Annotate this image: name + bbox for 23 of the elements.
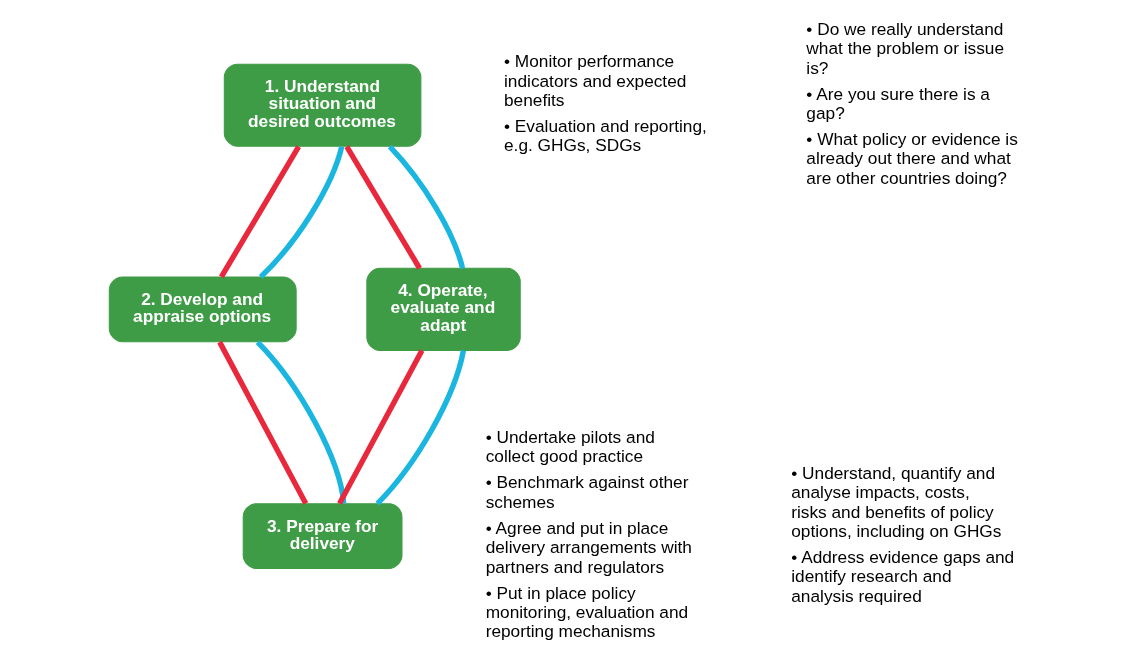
node-box: 3. Prepare for delivery: [242, 503, 402, 570]
connector: [216, 340, 308, 505]
connector: [255, 340, 346, 504]
label: • Understand, quantify and analyse impacts, costs, risks and benefits of policy options, including on GHGs: [790, 462, 1001, 541]
connector: [343, 145, 422, 270]
connector: [336, 349, 424, 505]
connector: [258, 145, 344, 279]
label: • Evaluation and reporting, e.g. GHGs, SDGs: [503, 116, 707, 156]
label: • Agree and put in place delivery arrangements with partners and regulators: [485, 517, 692, 577]
label: • Do we really understand what the problem or issue is?: [805, 18, 1004, 78]
label: • Undertake pilots and collect good practice: [485, 427, 655, 467]
connector: [218, 145, 301, 279]
label: • Benchmark against other schemes: [485, 472, 688, 512]
connector: [374, 350, 466, 506]
connector: [387, 144, 465, 269]
label: • Are you sure there is a gap?: [805, 83, 990, 124]
label: • Address evidence gaps and identify research and analysis required: [790, 546, 1014, 606]
node-box: 2. Develop and appraise options: [108, 276, 297, 343]
node-box: 1. Understand situation and desired outcomes: [223, 63, 421, 147]
label: • Put in place policy monitoring, evaluation and reporting mechanisms: [485, 582, 688, 642]
node-box: 4. Operate, evaluate and adapt: [365, 267, 521, 351]
label: • Monitor performance indicators and expected benefits: [503, 51, 686, 111]
label: • What policy or evidence is already out there and what are other countries doing?: [805, 128, 1018, 188]
